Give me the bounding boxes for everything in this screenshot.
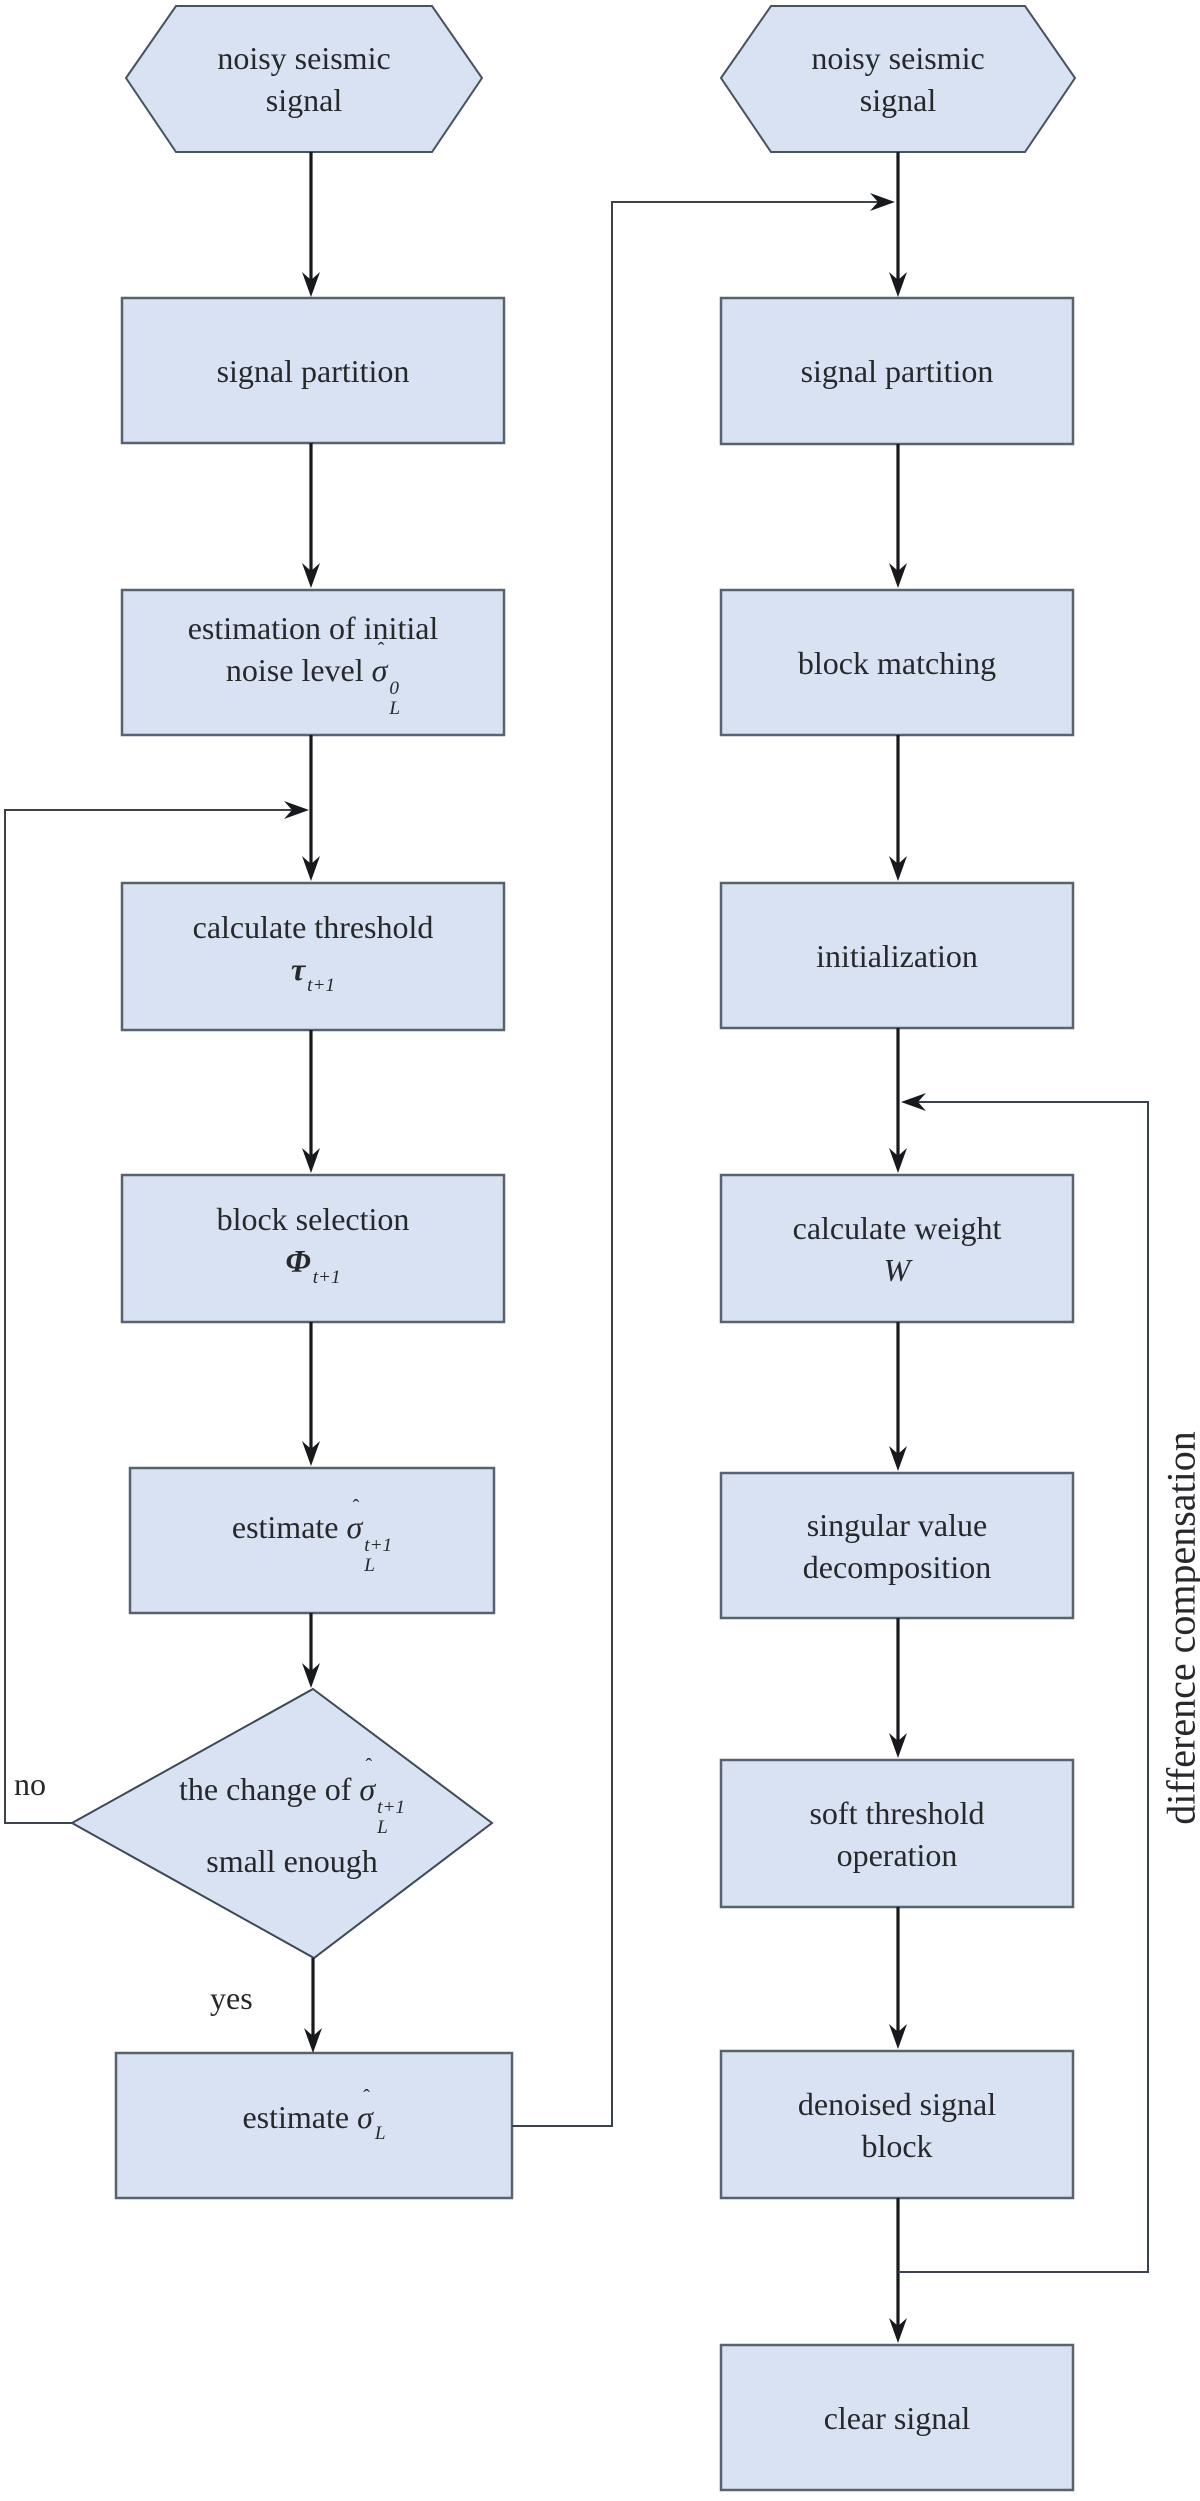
node-shape-box-l-selection [120,1173,506,1324]
arrow-denoised-to-clear-arrowhead [889,2318,907,2343]
arrow-partition-to-noise-estimation-arrowhead [302,563,320,588]
node-shape-box-r-denoised [719,2049,1075,2200]
link-estimate-sigma-to-right-column-arrowhead [870,193,895,211]
node-shape-box-r-init [719,881,1075,1030]
arrow-svd-to-soft-threshold-arrowhead [889,1733,907,1758]
branch-label-yes: yes [210,1980,253,2016]
node-shape-box-r-partition [719,296,1075,446]
node-shape-box-r-soft [719,1758,1075,1909]
link-estimate-sigma-to-right-column [512,201,878,2127]
node-shape-diamond-change [69,1687,494,1960]
arrow-decision-yes-arrowhead [304,2028,322,2053]
arrow-selection-to-estimate-arrowhead [302,1441,320,1466]
node-shape-box-r-clear [719,2343,1075,2492]
arrow-weight-to-svd-arrowhead [889,1446,907,1471]
node-shape-box-r-weight [719,1173,1075,1324]
loop-decision-no [4,809,292,1824]
arrow-noise-to-threshold-arrowhead [302,856,320,881]
node-shape-box-l-estimate [114,2051,514,2200]
node-shape-hex-right [719,5,1077,153]
arrow-matching-to-initialization-arrowhead [889,856,907,881]
node-shape-box-r-svd [719,1471,1075,1620]
node-shape-box-l-partition [120,296,506,445]
node-shape-box-l-noise [120,588,506,737]
arrow-soft-to-denoised-arrowhead [889,2024,907,2049]
node-shape-box-l-threshold [120,881,506,1032]
arrow-initialization-to-weight-arrowhead [889,1148,907,1173]
branch-label-no: no [14,1766,46,1802]
loop-decision-no-arrowhead [284,801,309,819]
loop-difference-compensation [898,1101,1149,2273]
node-shape-hex-left [124,5,484,153]
arrow-estimate-to-decision-arrowhead [302,1663,320,1688]
arrow-threshold-to-selection-arrowhead [302,1148,320,1173]
loop-difference-compensation-arrowhead [901,1093,926,1111]
arrow-hexright-to-signal-partition-arrowhead [889,272,907,297]
node-shape-box-l-estimate-t [128,1466,496,1615]
arrow-partition-to-block-matching-arrowhead [889,563,907,588]
arrow-hexleft-to-signal-partition-arrowhead [302,272,320,297]
feedback-loop-label-difference-compensation: difference compensation [1158,1431,1200,1825]
node-shape-box-r-matching [719,588,1075,737]
